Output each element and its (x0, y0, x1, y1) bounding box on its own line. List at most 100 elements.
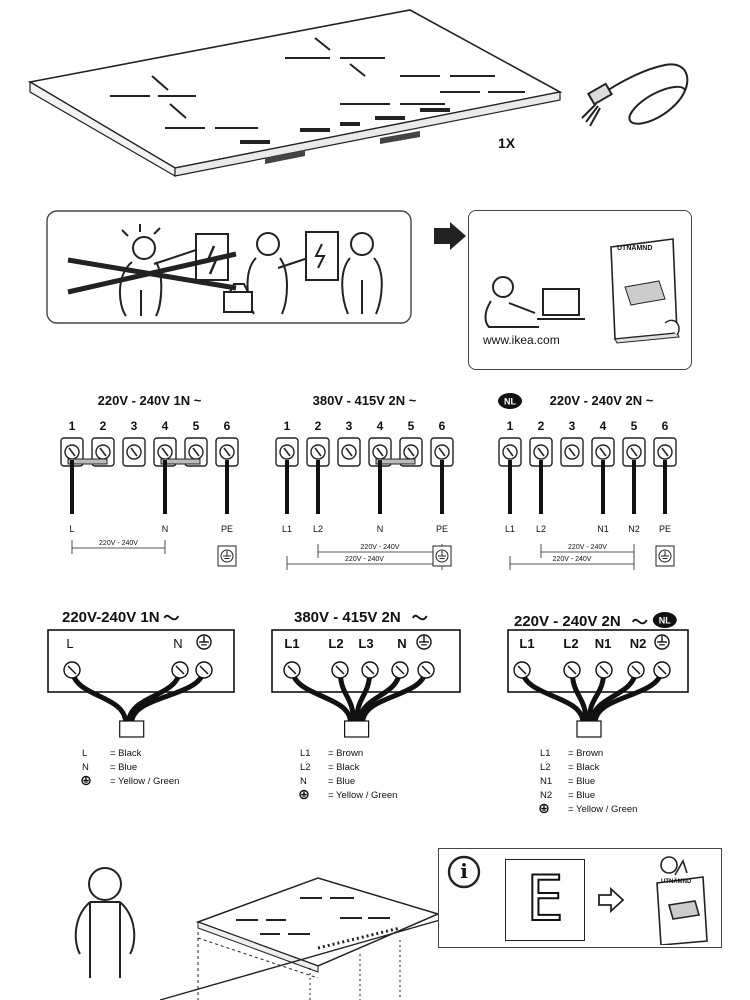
terminal-label: L3 (358, 636, 373, 651)
ground-icon (432, 545, 452, 567)
voltage-label: 220V - 240V (361, 544, 400, 551)
terminal-number: 1 (507, 419, 514, 433)
manual-reader-icon (656, 856, 708, 945)
cable-sheath (344, 720, 370, 738)
terminal-number: 2 (315, 419, 322, 433)
terminal-label: L1 (519, 636, 534, 651)
nl-badge-label: NL (659, 616, 671, 626)
ground-symbol-icon (196, 634, 212, 650)
terminal-number: 1 (69, 419, 76, 433)
ground-symbol-icon (654, 634, 670, 650)
screw-slot (161, 447, 169, 457)
terminal-number: 1 (284, 419, 291, 433)
line-label: N (162, 524, 169, 534)
nl-badge-label: NL (504, 397, 516, 407)
legend-code: L1 (540, 748, 551, 759)
voltage-label: 220V - 240V (345, 556, 384, 563)
diagram-title: 220V - 240V 1N ~ (98, 393, 202, 408)
screw-slot (438, 447, 446, 457)
screw-slot (630, 447, 638, 457)
terminal-diagrams-svg: 220V - 240V 1N ~ 1 2 3 4 5 6L N PE 220V - 240V 380… (60, 393, 677, 570)
legend-color: = Black (110, 748, 142, 759)
website-url[interactable]: www.ikea.com (483, 333, 560, 347)
person-computer-icon (484, 276, 585, 328)
terminal-number: 3 (131, 419, 138, 433)
legend-color: = Blue (568, 790, 595, 801)
line-label: N (377, 524, 384, 534)
legend-code: N (300, 776, 307, 787)
info-icon (447, 855, 481, 889)
line-label: L (69, 524, 74, 534)
terminal-bridge (375, 458, 416, 465)
terminal-number: 2 (100, 419, 107, 433)
quantity-label: 1X (498, 135, 516, 151)
line-label: PE (659, 524, 671, 534)
screw-slot (568, 447, 576, 457)
manual-booklet-icon (610, 238, 680, 344)
terminal-number: 6 (662, 419, 669, 433)
prohibited-cross-icon (67, 251, 237, 295)
manual-info-panel: www.ikea.com UTNÄMND (468, 210, 692, 370)
legend-color: = Black (568, 762, 600, 773)
customer-person-icon (341, 232, 383, 315)
screw-slot (345, 447, 353, 457)
ground-symbol-icon (416, 634, 432, 650)
line-label: PE (221, 524, 233, 534)
nl-badge-icon (652, 612, 677, 628)
line-label: PE (436, 524, 448, 534)
screw-slot (223, 447, 231, 457)
arrow-right-outline-icon (598, 887, 625, 913)
ground-symbol-icon (81, 775, 91, 786)
screw-slot (517, 665, 527, 675)
terminal-number: 6 (439, 419, 446, 433)
legend-code: L2 (540, 762, 551, 773)
screw-slot (68, 447, 76, 457)
legend-color: = Blue (110, 762, 137, 773)
screw-slot (314, 447, 322, 457)
legend-color: = Black (328, 762, 360, 773)
screw-slot (599, 447, 607, 457)
legend-color: = Brown (568, 748, 603, 759)
terminal-number: 6 (224, 419, 231, 433)
line-label: L1 (282, 524, 292, 534)
terminal-bridge (67, 458, 108, 465)
terminal-label: N1 (595, 636, 612, 651)
cooktop-illustration (27, 9, 563, 178)
screw-slot (395, 665, 405, 675)
voltage-label: 220V - 240V (568, 544, 607, 551)
screw-slot (407, 447, 415, 457)
terminal-number: 4 (600, 419, 607, 433)
error-display-char: E (525, 862, 564, 935)
terminal-number: 4 (162, 419, 169, 433)
ac-tilde-icon (163, 614, 180, 621)
screw-slot (175, 665, 185, 675)
power-cable-illustration (581, 63, 689, 127)
screw-slot (421, 665, 431, 675)
ground-symbol-icon (299, 789, 309, 800)
screw-slot (99, 447, 107, 457)
legend-code: L (82, 748, 87, 759)
terminal-number: 5 (193, 419, 200, 433)
screw-slot (67, 665, 77, 675)
legend-code: L2 (300, 762, 311, 773)
terminal-bridge (160, 458, 201, 465)
terminal-label: L2 (328, 636, 343, 651)
error-code-panel: i E UTNÄMND (438, 848, 722, 948)
diagram-title: 380V - 415V 2N ~ (313, 393, 417, 408)
legend-color: = Brown (328, 748, 363, 759)
legend-color: = Blue (568, 776, 595, 787)
cable-sheath (576, 720, 602, 738)
terminal-label: N2 (630, 636, 647, 651)
ac-tilde-icon (411, 614, 428, 621)
screw-slot (631, 665, 641, 675)
ikea-person-icon (74, 867, 136, 978)
wiring-title: 220V - 240V 2N (514, 613, 621, 630)
ground-icon (655, 545, 675, 567)
